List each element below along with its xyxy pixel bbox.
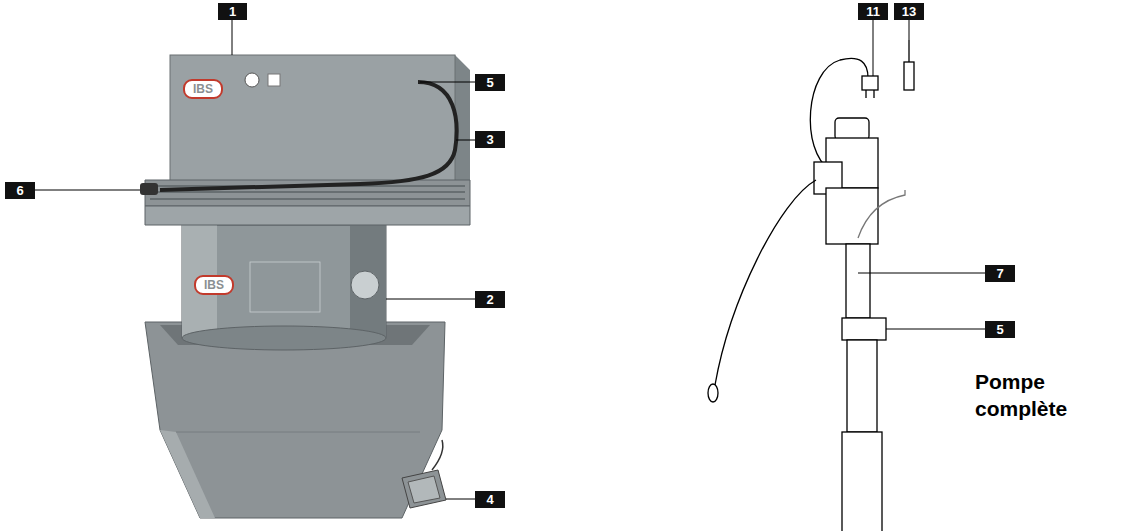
callout-number: 5 — [985, 321, 1015, 338]
callout-number: 13 — [894, 3, 924, 20]
callout-number: 2 — [475, 291, 505, 308]
callout-number: 4 — [475, 491, 505, 508]
callout-number: 11 — [858, 3, 888, 20]
callout-number: 6 — [5, 182, 35, 199]
callout-number: 3 — [475, 131, 505, 148]
foot-pedal — [402, 440, 446, 508]
pump — [708, 40, 914, 531]
sink-lid — [145, 55, 470, 225]
base-tub — [145, 322, 445, 518]
brand-logo: IBS — [194, 275, 234, 295]
leader-lines — [35, 20, 985, 499]
callout-number: 7 — [985, 265, 1015, 282]
part-name: Pompe complète — [975, 368, 1125, 422]
brand-logo: IBS — [183, 79, 223, 99]
drum — [182, 225, 386, 350]
callout-number: 5 — [475, 74, 505, 91]
callout-number: 1 — [218, 3, 247, 20]
